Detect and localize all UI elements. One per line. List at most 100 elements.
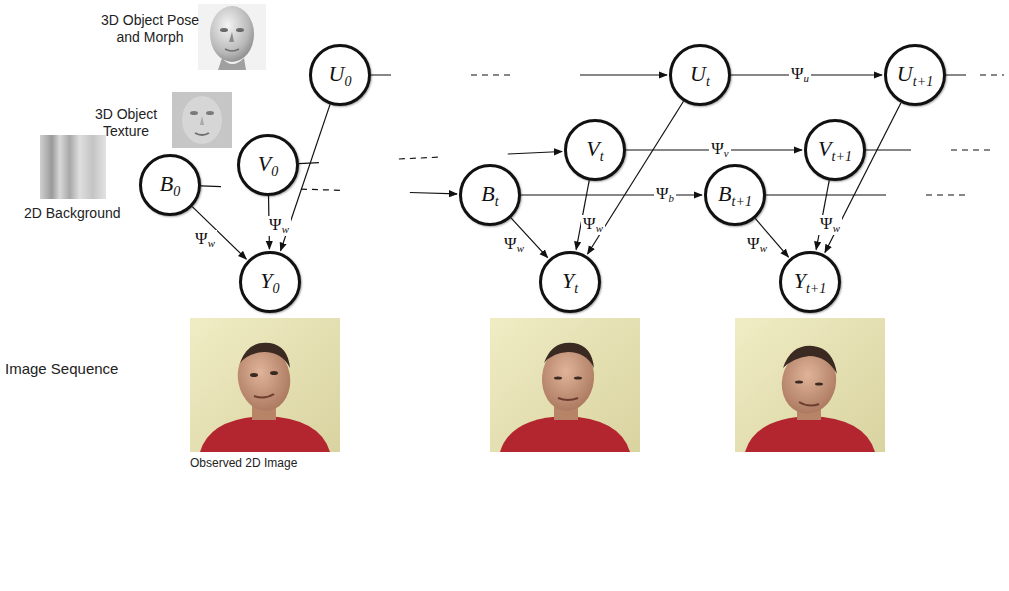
continuation-line [766, 194, 1004, 195]
symbol-subscript: w [760, 242, 767, 254]
illustration-part [195, 133, 209, 135]
dependency-arrow [201, 186, 457, 194]
symbol-subscript: t [600, 147, 604, 163]
variable-node: U0 [309, 44, 371, 106]
node-label: Yt [562, 270, 578, 295]
symbol-letter: U [897, 61, 913, 86]
photo-frame-t-plus-1 [735, 318, 885, 452]
edge-label: Ψu [789, 65, 811, 85]
symbol-letter: V [586, 136, 599, 161]
variable-node: Ut+1 [884, 44, 946, 106]
node-label: Y0 [260, 270, 279, 295]
symbol-subscript: v [724, 147, 729, 159]
symbol-subscript: u [804, 72, 809, 84]
illustration-part [799, 402, 819, 406]
symbol-letter: B [718, 181, 731, 206]
symbol-subscript: b [669, 192, 674, 204]
dependency-arrow [299, 152, 562, 164]
symbol-letter: Y [562, 268, 574, 293]
symbol-subscript: w [208, 237, 215, 249]
symbol-subscript: 0 [173, 182, 180, 198]
symbol-letter: Ψ [820, 214, 833, 233]
caption-label: Observed 2D Image [190, 456, 340, 470]
symbol-letter: Ψ [269, 215, 282, 234]
symbol-letter: B [481, 181, 494, 206]
illustration-part [233, 341, 296, 415]
face-mesh-image [198, 4, 266, 70]
edge-label: Ψw [193, 230, 217, 250]
illustration-part [490, 318, 640, 452]
variable-node: B0 [139, 154, 201, 216]
symbol-subscript: t [706, 72, 710, 88]
symbol-letter: Y [794, 268, 806, 293]
continuation-line [946, 74, 1004, 75]
symbol-letter: V [818, 136, 831, 161]
symbol-subscript: t+1 [913, 72, 933, 88]
node-label: Ut [690, 63, 710, 88]
symbol-subscript: 0 [271, 162, 278, 178]
edge-label: Ψw [581, 215, 605, 235]
variable-node: Bt+1 [704, 164, 766, 226]
node-label: Bt+1 [718, 183, 752, 208]
photo-frame-0 [190, 318, 340, 452]
edge-label: Ψv [709, 140, 730, 160]
illustration-part [745, 416, 875, 452]
caption-label: Image Sequence [5, 360, 165, 378]
face-texture-image [172, 92, 232, 148]
symbol-letter: Ψ [195, 229, 208, 248]
symbol-subscript: w [596, 222, 603, 234]
symbol-letter: U [329, 61, 345, 86]
edge-label: Ψb [654, 185, 676, 205]
symbol-subscript: t [495, 192, 499, 208]
dependency-arrow [371, 74, 667, 75]
node-label: Bt [481, 183, 498, 208]
illustration-part [270, 371, 278, 375]
node-label: B0 [160, 173, 181, 198]
variable-node: Vt [564, 119, 626, 181]
node-label: Yt+1 [794, 270, 827, 295]
symbol-letter: Ψ [656, 184, 669, 203]
symbol-subscript: t+1 [732, 192, 752, 208]
node-label: Vt+1 [818, 138, 852, 163]
variable-node: V0 [237, 134, 299, 196]
illustration-part [206, 111, 214, 115]
illustration-part [783, 346, 837, 374]
symbol-subscript: w [282, 223, 289, 235]
illustration-part [218, 58, 246, 70]
connectors [192, 75, 901, 259]
variable-node: Vt+1 [804, 119, 866, 181]
illustration-part [225, 49, 239, 51]
illustration-part [254, 394, 274, 398]
symbol-letter: Ψ [747, 234, 760, 253]
illustration-part [190, 111, 198, 115]
illustration-part [240, 343, 290, 368]
caption-label: 3D Object Texture [83, 106, 169, 140]
variable-node: Yt+1 [779, 251, 841, 313]
illustration-part [539, 343, 597, 413]
illustration-part [40, 135, 106, 199]
edge-label: Ψw [267, 216, 291, 236]
illustration-part [558, 398, 578, 400]
edge-label: Ψw [502, 235, 526, 255]
illustration-part [815, 383, 823, 386]
illustration-part [210, 6, 254, 62]
node-label: Ut+1 [897, 63, 933, 88]
illustration-part [574, 377, 582, 380]
variable-node: Ut [669, 44, 731, 106]
illustration-part [200, 416, 330, 452]
symbol-letter: Ψ [711, 139, 724, 158]
symbol-subscript: 0 [344, 72, 351, 88]
photo-frame-t [490, 318, 640, 452]
illustration-part [236, 28, 244, 32]
symbol-letter: U [690, 61, 706, 86]
symbol-letter: Ψ [504, 234, 517, 253]
illustration-part [182, 96, 222, 144]
dependency-arrow [192, 207, 246, 259]
symbol-letter: Ψ [791, 64, 804, 83]
illustration-part [500, 416, 630, 452]
symbol-letter: B [160, 171, 173, 196]
illustration-part [776, 345, 842, 419]
